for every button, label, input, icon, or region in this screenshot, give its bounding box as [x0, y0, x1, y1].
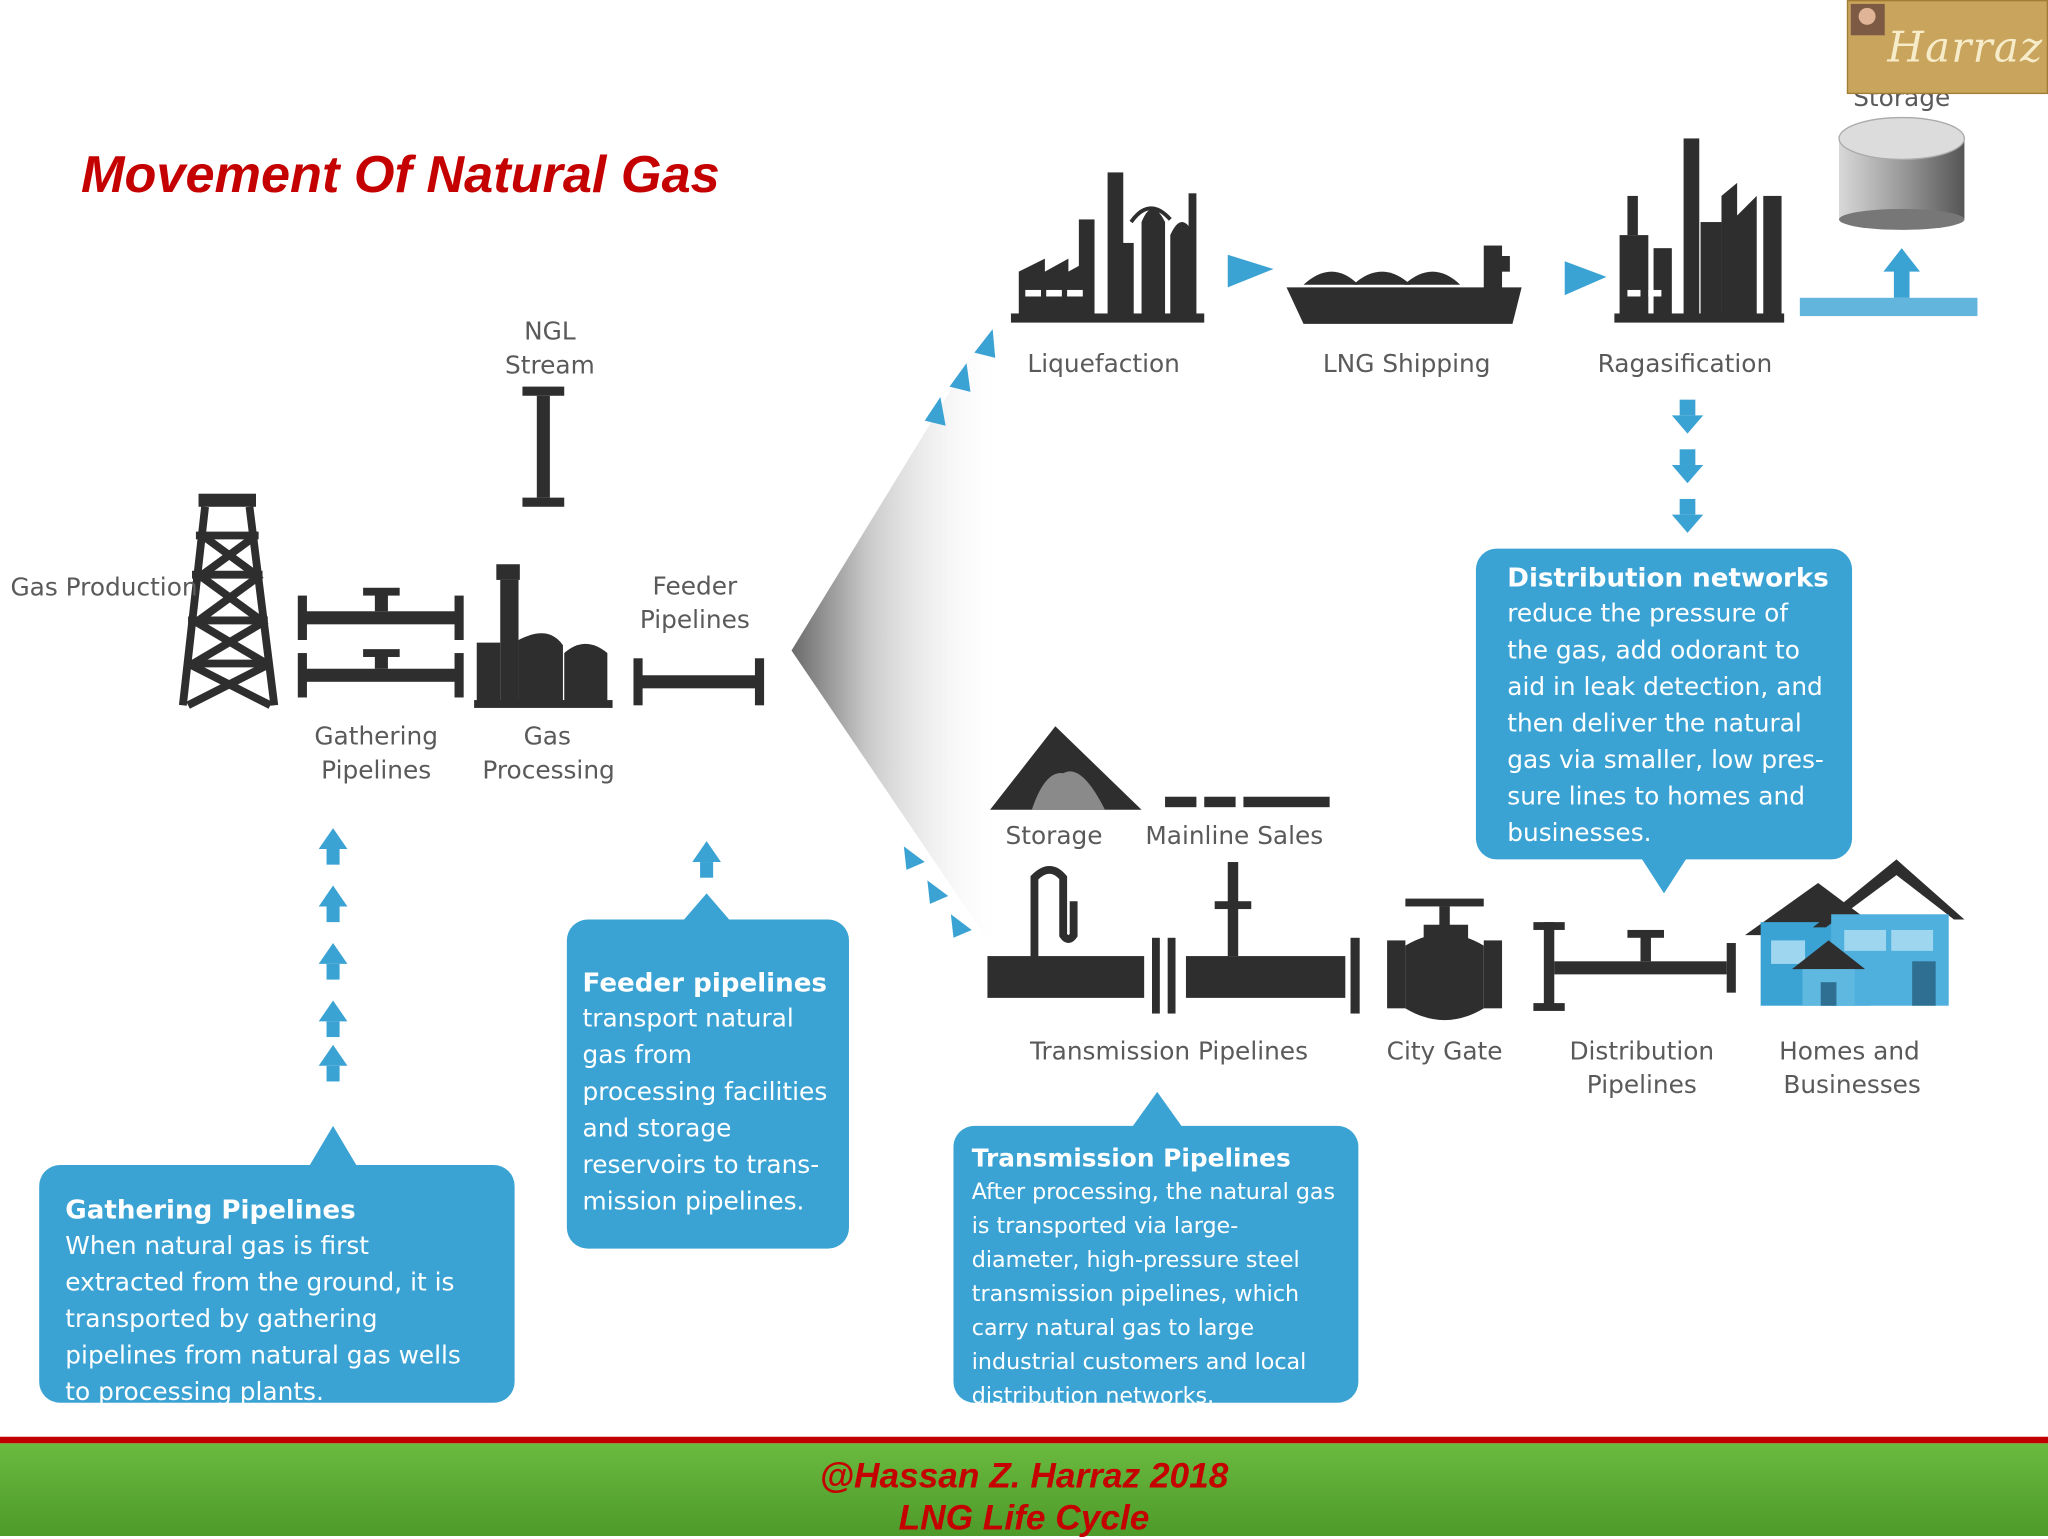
storage-inlet [1799, 248, 1978, 317]
storage-mound-icon [990, 726, 1142, 810]
footer-subtitle: LNG Life Cycle [898, 1498, 1150, 1538]
callout-feeder: Feeder pipelines transport natural gas f… [566, 919, 849, 1249]
gas-processing-icon [474, 564, 613, 708]
label-feeder-line2: Pipelines [640, 605, 750, 634]
liquefaction-icon [1010, 172, 1205, 323]
callout-pointers [308, 856, 1688, 1168]
label-homes-line2: Businesses [1783, 1070, 1921, 1099]
mainline-sales-icon [1165, 796, 1330, 808]
distribution-pipeline-icon [1533, 922, 1736, 1011]
callout-feeder-body: transport natural gas from processing fa… [582, 1004, 828, 1216]
storage-tank-icon [1838, 116, 1966, 230]
gas-flow-diagram: Gas Production Gathering Pipelines NGL S… [10, 83, 1978, 1168]
label-gas-processing-line1: Gas [524, 721, 571, 750]
callout-distribution-title: Distribution networks [1507, 561, 1829, 593]
gathering-up-arrows [318, 828, 348, 1082]
footer-bar: @Hassan Z. Harraz 2018 LNG Life Cycle [0, 1436, 2048, 1538]
callout-distribution-body: reduce the pressure of the gas, add odor… [1507, 599, 1824, 848]
callout-transmission-body: After processing, the natural gas is tra… [971, 1179, 1336, 1410]
callout-transmission-title: Transmission Pipelines [971, 1144, 1291, 1173]
label-gas-processing-line2: Processing [482, 755, 614, 784]
label-ngl-line1: NGL [524, 317, 576, 346]
callout-gathering-title: Gathering Pipelines [65, 1193, 356, 1226]
derrick-icon [178, 493, 279, 709]
label-liquefaction: Liquefaction [1027, 349, 1179, 378]
split-fan [791, 300, 1006, 967]
label-storage: Storage [1006, 821, 1103, 850]
label-ngl-line2: Stream [505, 351, 595, 380]
city-gate-valve-icon [1387, 898, 1503, 1021]
slide-title: Movement Of Natural Gas [80, 146, 720, 204]
label-lng-shipping: LNG Shipping [1323, 349, 1491, 378]
ngl-stream-icon [522, 386, 565, 507]
label-regasification: Ragasification [1598, 349, 1773, 378]
diagonal-arrows-up [924, 329, 996, 426]
houses-icon [1744, 859, 1965, 1006]
transmission-pipelines-icon [987, 862, 1360, 1014]
label-distribution-line2: Pipelines [1587, 1070, 1697, 1099]
diagonal-arrows-down [903, 846, 972, 938]
feeder-pipeline-icon [633, 658, 765, 706]
label-homes-line1: Homes and [1779, 1036, 1920, 1065]
feeder-up-arrow [692, 841, 721, 878]
harraz-logo: Harraz [1846, 0, 2048, 95]
label-mainline-sales: Mainline Sales [1145, 821, 1323, 850]
callout-gathering: Gathering Pipelines When natural gas is … [39, 1165, 515, 1407]
label-transmission: Transmission Pipelines [1029, 1036, 1308, 1065]
regas-down-arrows [1671, 399, 1704, 533]
gathering-pipelines-icon [297, 587, 464, 698]
callout-transmission: Transmission Pipelines After processing,… [953, 1125, 1359, 1409]
callout-gathering-body: When natural gas is first extracted from… [65, 1231, 461, 1407]
label-city-gate: City Gate [1387, 1036, 1503, 1065]
label-feeder-line1: Feeder [653, 571, 738, 600]
logo-wordmark: Harraz [1887, 22, 2044, 72]
label-gathering-line2: Pipelines [321, 755, 431, 784]
label-gathering-line1: Gathering [314, 721, 438, 750]
regasification-icon [1614, 138, 1785, 323]
label-distribution-line1: Distribution [1569, 1036, 1714, 1065]
callout-feeder-title: Feeder pipelines [582, 966, 827, 998]
flow-arrows-top [1227, 254, 1607, 296]
label-gas-production: Gas Production [10, 573, 197, 602]
author-photo [1850, 3, 1885, 36]
lng-ship-icon [1286, 245, 1522, 324]
callout-distribution: Distribution networks reduce the pressur… [1475, 548, 1853, 860]
footer-credit: @Hassan Z. Harraz 2018 [819, 1456, 1229, 1496]
